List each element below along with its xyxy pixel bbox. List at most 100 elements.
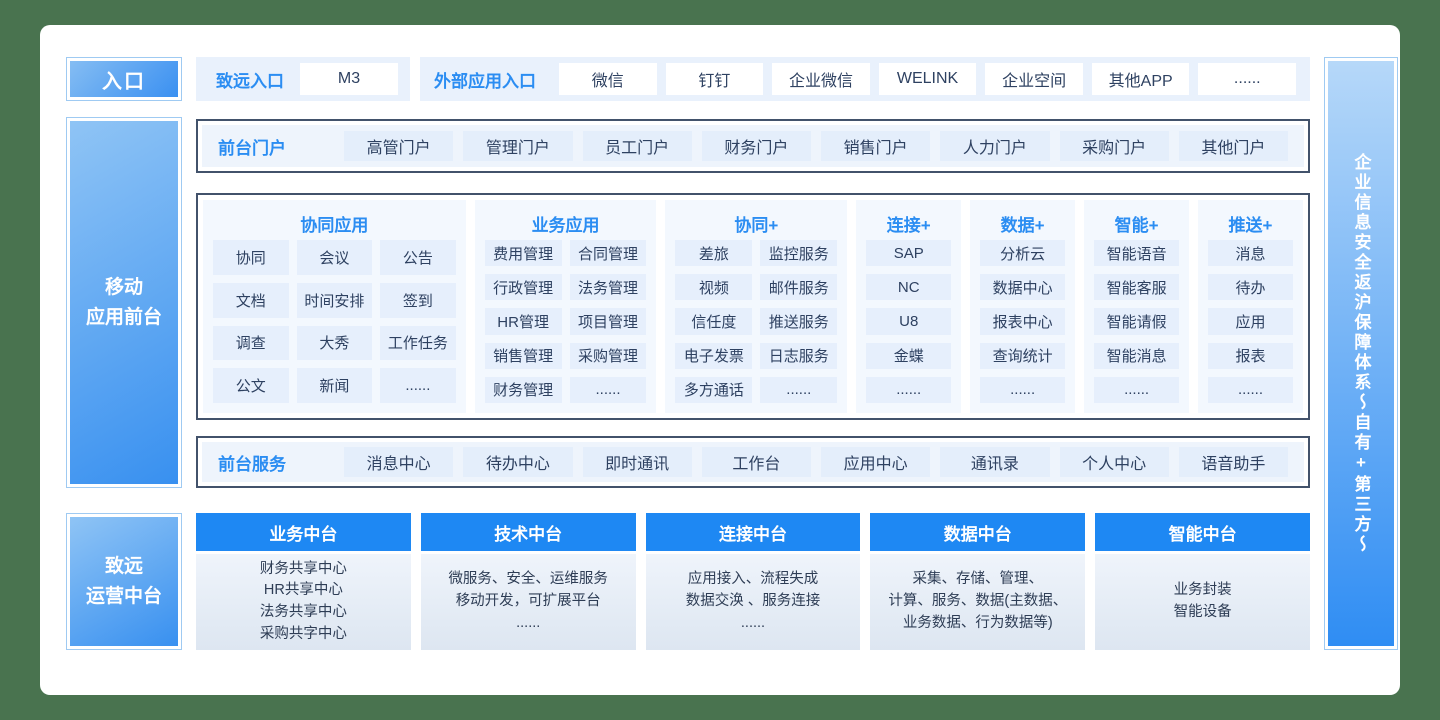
entry-item: M3	[300, 63, 398, 95]
front-portal-label: 前台门户	[218, 138, 286, 158]
app-item: 协同	[213, 240, 289, 275]
platform-body: 微服务、安全、运维服务移动开发，可扩展平台......	[420, 554, 636, 650]
app-item: ......	[1094, 376, 1180, 403]
portal-item: 员工门户	[582, 131, 692, 161]
platform-line: 业务数据、行为数据等)	[902, 614, 1053, 631]
front-portal-panel: 前台门户 高管门户管理门户员工门户财务门户销售门户人力门户采购门户其他门户	[202, 125, 1304, 167]
platform-line: ......	[516, 614, 541, 631]
platform-line: 数据交涣 、服务连接	[685, 593, 821, 610]
entry-item: 其他APP	[1091, 63, 1190, 95]
column-data-plus: 数据+ 分析云数据中心报表中心查询统计......	[970, 200, 1076, 413]
app-item: 报表中心	[980, 308, 1066, 335]
platform-line: 智能设备	[1173, 604, 1232, 620]
platform-line: 业务封装	[1173, 582, 1232, 599]
app-item: 智能消息	[1094, 342, 1180, 369]
service-item: 待办中心	[463, 447, 573, 477]
app-item: ......	[380, 368, 456, 403]
left-rail-entry-box: 入口	[66, 57, 182, 101]
platform-body: 采集、存储、管理、计算、服务、数据(主数据、业务数据、行为数据等)	[870, 554, 1086, 650]
app-item: 电子发票	[675, 342, 753, 369]
zhiyuan-entry-panel: 致远入口 M3	[196, 57, 410, 101]
app-item: ......	[980, 376, 1066, 403]
application-matrix: 协同应用 协同会议公告文档时间安排签到调查大秀工作任务公文新闻...... 业务…	[196, 193, 1310, 420]
chip-grid: 差旅监控服务视频邮件服务信任度推送服务电子发票日志服务多方通话......	[675, 240, 838, 403]
portal-item: 财务门户	[701, 131, 811, 161]
service-item: 语音助手	[1178, 447, 1288, 477]
app-item: 采购管理	[569, 342, 647, 369]
right-rail-security-label: 企业信息安全返沪保障体系～自有+第三方～	[1328, 61, 1394, 646]
entry-item: 企业微信	[772, 63, 870, 95]
app-item: HR管理	[484, 308, 562, 335]
app-item: 销售管理	[484, 342, 562, 369]
chip-grid: 智能语音智能客服智能请假智能消息......	[1094, 240, 1180, 403]
app-item: 待办	[1208, 274, 1293, 301]
app-item: 财务管理	[484, 376, 562, 403]
platform-title: 技术中台	[420, 513, 636, 551]
column-title: 协同应用	[300, 215, 369, 235]
left-rail-mobile-front-label: 移动 应用前台	[70, 121, 178, 484]
app-item: 会议	[296, 240, 373, 275]
platform-line: 移动开发，可扩展平台	[455, 593, 601, 610]
app-item: 差旅	[675, 240, 753, 267]
platform-line: 计算、服务、数据(主数据、	[888, 593, 1068, 610]
app-item: 分析云	[980, 240, 1066, 267]
app-item: 合同管理	[569, 240, 647, 267]
platform-body: 应用接入、流程失成数据交涣 、服务连接......	[645, 554, 861, 650]
zhiyuan-entry-items: M3	[300, 63, 398, 95]
portal-item: 采购门户	[1059, 131, 1169, 161]
app-item: SAP	[866, 240, 952, 267]
left-rail-ops-middle-box: 致远 运营中台	[66, 513, 182, 650]
app-item: 智能语音	[1094, 240, 1180, 267]
app-item: 时间安排	[296, 282, 373, 318]
platform-line: 应用接入、流程失成	[687, 571, 819, 588]
column-title: 协同+	[734, 215, 779, 235]
app-item: 项目管理	[569, 308, 647, 335]
app-item: 公告	[380, 240, 456, 275]
app-item: 日志服务	[760, 342, 838, 369]
platform-line: 财务共享中心	[259, 560, 347, 577]
platform-title: 智能中台	[1095, 513, 1310, 551]
app-item: 监控服务	[760, 240, 838, 267]
front-service-panel: 前台服务 消息中心待办中心即时通讯工作台应用中心通讯录个人中心语音助手	[202, 442, 1304, 482]
platform-smart: 智能中台 业务封装智能设备	[1095, 513, 1310, 650]
portal-item: 其他门户	[1178, 131, 1288, 161]
app-item: U8	[866, 308, 952, 335]
app-item: 智能客服	[1094, 274, 1180, 301]
column-title: 推送+	[1228, 215, 1273, 235]
left-rail-mobile-front-box: 移动 应用前台	[66, 117, 182, 488]
column-title: 连接+	[886, 215, 931, 235]
portal-item: 销售门户	[821, 131, 931, 161]
app-item: 应用	[1208, 308, 1293, 335]
column-push-plus: 推送+ 消息待办应用报表......	[1198, 200, 1303, 413]
service-item: 应用中心	[821, 447, 931, 477]
column-title: 业务应用	[531, 215, 600, 235]
diagram-card: 入口 移动 应用前台 致远 运营中台 企业信息安全返沪保障体系～自有+第三方～ …	[40, 25, 1400, 695]
entry-item: WELINK	[878, 63, 977, 95]
service-item: 即时通讯	[582, 447, 692, 477]
app-item: 推送服务	[760, 308, 838, 335]
chip-grid: 分析云数据中心报表中心查询统计......	[980, 240, 1066, 403]
service-item: 消息中心	[344, 447, 454, 477]
app-item: 行政管理	[484, 274, 562, 301]
portal-item: 高管门户	[344, 131, 454, 161]
portal-item: 管理门户	[463, 131, 573, 161]
entry-item: 钉钉	[665, 63, 764, 95]
chip-grid: 协同会议公告文档时间安排签到调查大秀工作任务公文新闻......	[213, 240, 456, 403]
portal-item: 人力门户	[940, 131, 1050, 161]
external-entry-label: 外部应用入口	[434, 71, 536, 91]
left-rail-entry-label: 入口	[70, 61, 178, 97]
app-item: ......	[760, 376, 838, 403]
entry-item: 微信	[559, 63, 657, 95]
app-item: ......	[569, 376, 647, 403]
zhiyuan-entry-label: 致远入口	[216, 71, 284, 91]
app-item: 视频	[675, 274, 753, 301]
